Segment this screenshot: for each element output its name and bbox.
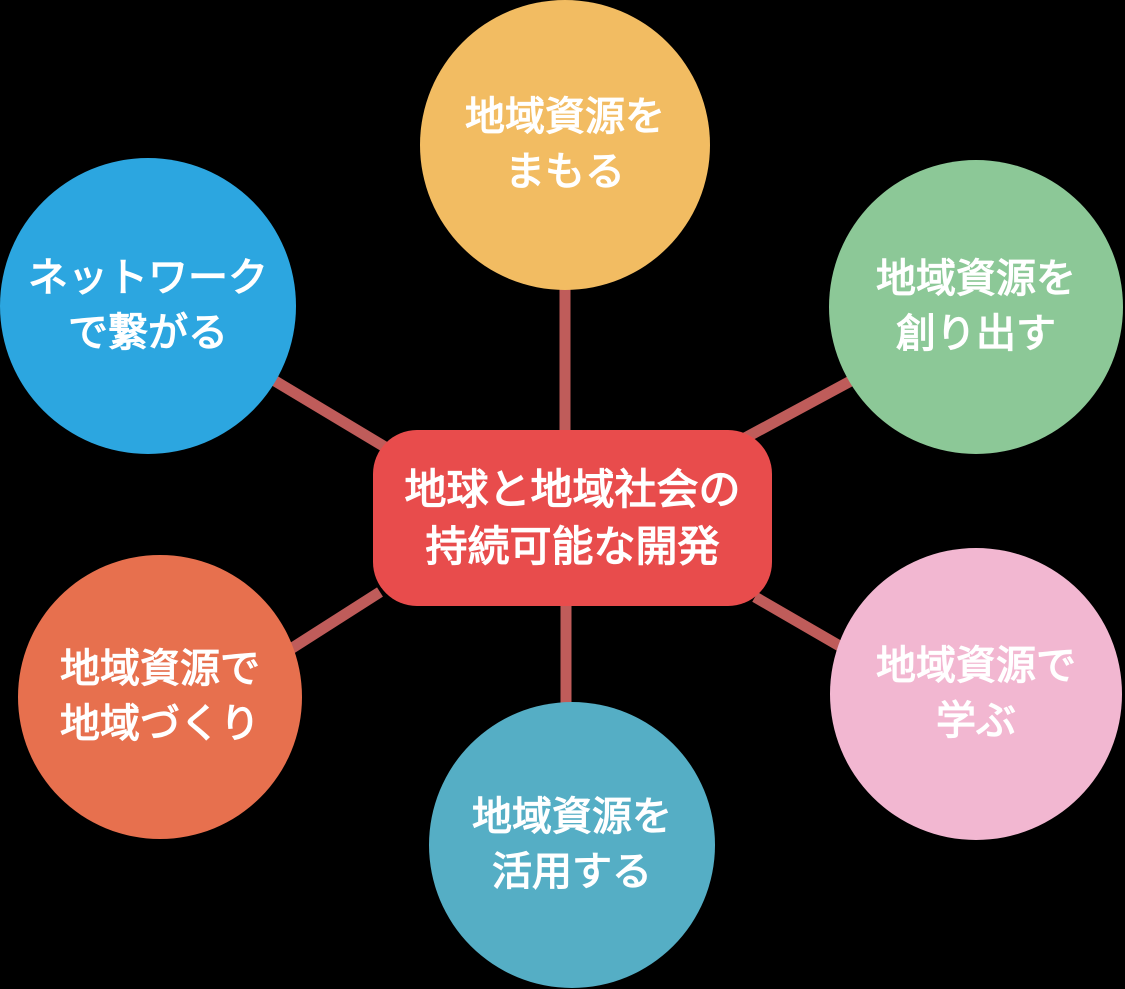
node-label-line2: で繋がる [68, 311, 228, 355]
center-label-line1: 地球と地域社会の [404, 465, 741, 513]
center-label-line2: 持続可能な開発 [425, 523, 720, 570]
connector-top-right [742, 371, 863, 443]
node-label-line1: 地域資源で [60, 646, 260, 691]
node-protect-resources: 地域資源を まもる [420, 0, 710, 290]
node-community-building: 地域資源で 地域づくり [18, 555, 302, 839]
node-label-line1: 地域資源を [472, 794, 672, 839]
node-label-line1: ネットワーク [28, 255, 268, 300]
node-network-connect: ネットワーク で繋がる [0, 158, 296, 454]
node-label-line2: 地域づくり [60, 702, 260, 746]
connector-bottom-right [752, 592, 853, 657]
node-label-line2: 学ぶ [936, 699, 1016, 743]
node-label-line1: 地域資源を [876, 256, 1076, 301]
node-label-line1: 地域資源で [876, 643, 1076, 688]
node-learn-by-resources: 地域資源で 学ぶ [830, 548, 1122, 840]
node-label-line2: 活用する [492, 850, 652, 894]
center-node-sustainable-development: 地球と地域社会の 持続可能な開発 [373, 430, 772, 606]
node-utilize-resources: 地域資源を 活用する [429, 702, 715, 988]
connector-top-left [262, 370, 388, 452]
node-label-line1: 地域資源を [465, 94, 665, 139]
node-label-line2: 創り出す [896, 312, 1056, 356]
node-create-resources: 地域資源を 創り出す [829, 160, 1123, 454]
node-label-line2: まもる [505, 150, 625, 194]
